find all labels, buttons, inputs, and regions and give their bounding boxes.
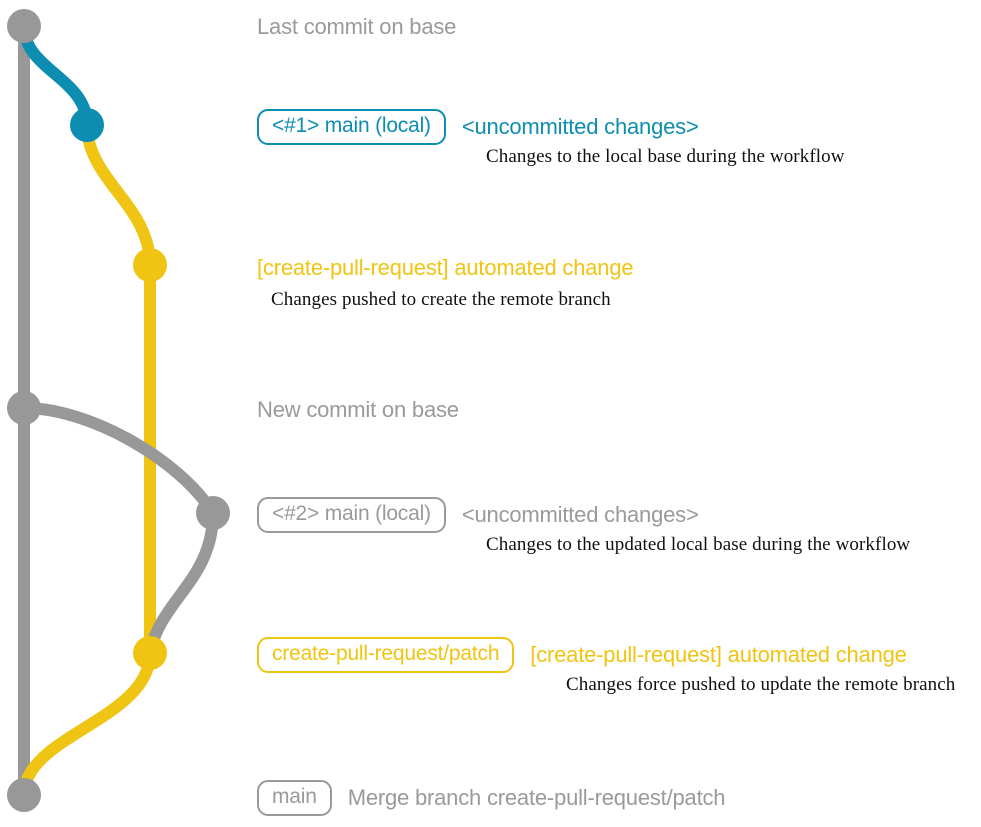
graph-row-last-commit-on-base: Last commit on base — [257, 12, 456, 42]
row-headline-automated-change-create: [create-pull-request] automated change — [257, 254, 634, 280]
branch-pill-local-main-1[interactable]: <#1> main (local) — [257, 108, 446, 146]
graph-row-create-pull-request-patch: create-pull-request/patch [create-pull-r… — [257, 636, 907, 674]
row-subcaption-create-pull-request-patch: Changes force pushed to update the remot… — [566, 674, 956, 695]
row-subcaption-local-main-2: Changes to the updated local base during… — [486, 534, 911, 555]
commit-node-base-new[interactable] — [7, 391, 41, 425]
graph-row-new-commit-on-base: New commit on base — [257, 395, 459, 425]
row-subcaption-local-main-1: Changes to the local base during the wor… — [486, 146, 845, 167]
row-headline-local-main-1: <uncommitted changes> — [461, 113, 699, 139]
graph-row-automated-change-create: [create-pull-request] automated change — [257, 253, 634, 283]
commit-nodes — [7, 9, 230, 812]
branch-line-local-2 — [18, 402, 219, 519]
branch-pill-create-pull-request-patch[interactable]: create-pull-request/patch — [257, 636, 515, 674]
branch-line-force-push — [144, 507, 219, 659]
commit-node-local-1[interactable] — [70, 108, 104, 142]
commit-node-remote-1[interactable] — [133, 248, 167, 282]
branch-pill-merge-main[interactable]: main — [257, 779, 332, 817]
branch-line-local-1 — [18, 20, 93, 131]
row-headline-merge-main: Merge branch create-pull-request/patch — [347, 784, 726, 810]
branch-line-remote-create — [81, 119, 156, 271]
commit-node-merge[interactable] — [7, 778, 41, 812]
branch-pill-local-main-2[interactable]: <#2> main (local) — [257, 496, 446, 534]
graph-row-local-main-1: <#1> main (local) <uncommitted changes> — [257, 108, 699, 146]
row-headline-local-main-2: <uncommitted changes> — [461, 501, 699, 527]
commit-node-local-2[interactable] — [196, 496, 230, 530]
graph-row-local-main-2: <#2> main (local) <uncommitted changes> — [257, 496, 699, 534]
row-headline-last-commit-on-base: Last commit on base — [257, 13, 457, 39]
row-headline-new-commit-on-base: New commit on base — [257, 396, 459, 422]
row-headline-create-pull-request-patch: [create-pull-request] automated change — [530, 641, 907, 667]
branch-line-merge — [18, 647, 156, 801]
commit-node-base-last[interactable] — [7, 9, 41, 43]
graph-row-merge-main: main Merge branch create-pull-request/pa… — [257, 779, 726, 817]
commit-node-remote-2[interactable] — [133, 636, 167, 670]
row-subcaption-automated-change-create: Changes pushed to create the remote bran… — [271, 289, 611, 310]
